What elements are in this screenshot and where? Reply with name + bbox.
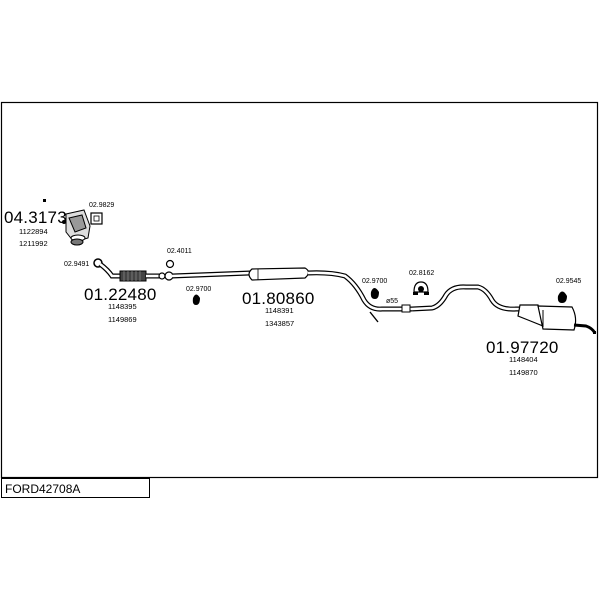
hanger-mid-drawing <box>370 288 379 299</box>
accessory-hanger-rear-label: 02.9545 <box>556 278 582 285</box>
part-number-rear-muffler: 01.97720 <box>486 338 559 357</box>
hanger-rear-drawing <box>557 291 567 303</box>
part-ref-front-pipe-2: 1149869 <box>108 315 137 324</box>
accessory-clamp-rear-label: 02.8162 <box>409 270 435 277</box>
front-pipe-drawing <box>98 262 166 282</box>
accessory-clamp-joint-label: 02.4011 <box>167 248 192 255</box>
diagram-frame <box>0 101 599 479</box>
rear-pipe-drawing <box>411 284 597 334</box>
part-ref-rear-muffler-1: 1148404 <box>509 355 538 364</box>
part-ref-front-pipe-1: 1148395 <box>108 302 137 311</box>
accessory-gasket-cat-label: 02.9829 <box>89 202 115 209</box>
pipe-size-label: ø55 <box>386 298 399 305</box>
part-ref-rear-muffler-2: 1149870 <box>509 368 538 377</box>
catalytic-converter-drawing <box>62 209 91 246</box>
clamp-rear-drawing <box>413 281 429 295</box>
hanger-front-drawing <box>192 294 200 305</box>
part-number-front-pipe: 01.22480 <box>84 285 157 304</box>
code-box <box>1 478 150 498</box>
part-number-cat: 04.3173 <box>4 208 67 227</box>
part-ref-middle-muffler-1: 1148391 <box>265 306 294 315</box>
part-ref-cat-2: 1211992 <box>19 239 48 248</box>
part-ref-cat-1: 1122894 <box>19 227 48 236</box>
accessory-hanger-front-label: 02.9700 <box>186 286 212 293</box>
middle-pipe-drawing <box>171 267 412 323</box>
diagram-code: FORD42708A <box>5 482 81 496</box>
accessory-hanger-mid-label: 02.9700 <box>362 278 388 285</box>
part-ref-middle-muffler-2: 1343857 <box>265 319 295 328</box>
accessory-gasket-front-label: 02.9491 <box>64 261 90 268</box>
part-number-middle-muffler: 01.80860 <box>242 289 315 308</box>
